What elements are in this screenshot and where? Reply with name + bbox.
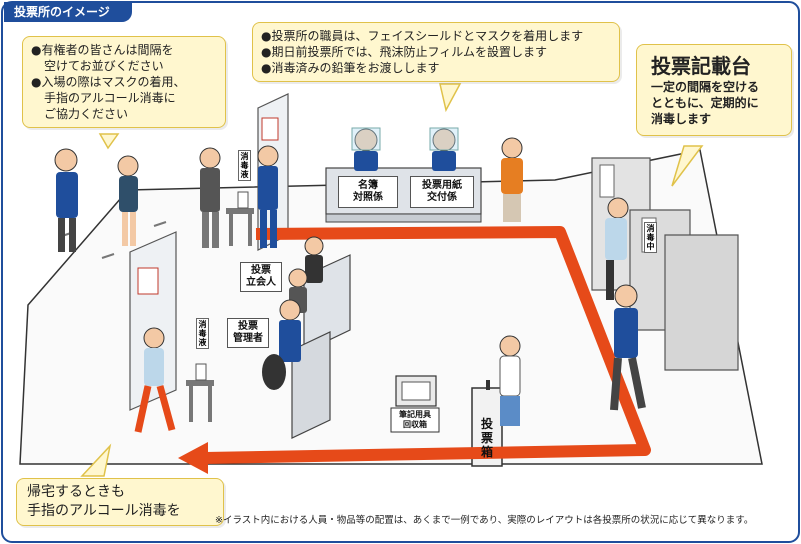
witness-sign-line-1: 投票 [251, 265, 271, 276]
pencil-box-label: 筆記用具 回収箱 [392, 409, 438, 431]
booth-title: 投票記載台 [651, 54, 751, 78]
staff-line-1: ●投票所の職員は、フェイスシールドとマスクを着用します [261, 29, 584, 43]
sanitizer-stations [186, 191, 254, 422]
queue-line-5: ご協力ください [44, 107, 129, 121]
witness-sign: 投票 立会人 [240, 262, 282, 292]
ballot-box-label: 投票 箱 [476, 414, 498, 462]
booth-notice-bubble: 投票記載台 一定の間隔を空ける とともに、定期的に 消毒します [636, 44, 792, 136]
diagram-title: 投票所のイメージ [14, 5, 110, 19]
footnote: ※イラスト内における人員・物品等の配置は、あくまで一例であり、実際のレイアウトは… [215, 515, 754, 526]
ballot-sign-line-1: 投票用紙 [422, 180, 462, 191]
pencil-box-line-2: 回収箱 [403, 420, 427, 429]
queue-bubble-tail [98, 133, 120, 150]
manager-sign-line-2: 管理者 [233, 333, 263, 344]
flow-arrow [204, 226, 651, 464]
ballot-sign-line-2: 交付係 [427, 192, 457, 203]
staff-bubble-tail [439, 83, 462, 113]
queue-line-4: 手指のアルコール消毒に [44, 91, 176, 105]
registry-sign-line-2: 対照係 [353, 192, 383, 203]
queue-line-3: ●入場の際はマスクの着用、 [31, 75, 186, 89]
ballot-box-line-1: 投票 [480, 417, 493, 445]
staff-line-3: ●消毒済みの鉛筆をお渡しします [261, 61, 440, 75]
home-line-2: 手指のアルコール消毒を [27, 503, 181, 519]
home-bubble-tail [80, 443, 112, 477]
booth-line-1: 一定の間隔を空ける [651, 80, 760, 94]
queue-notice-bubble: ●有権者の皆さんは間隔を 空けてお並びください ●入場の際はマスクの着用、 手指… [22, 36, 226, 128]
pencil-box-line-1: 筆記用具 [399, 410, 431, 419]
registry-sign-line-1: 名簿 [358, 180, 378, 191]
queue-line-1: ●有権者の皆さんは間隔を [31, 43, 174, 57]
queue-line-2: 空けてお並びください [44, 59, 164, 73]
ballot-box-line-2: 箱 [480, 445, 493, 459]
home-line-1: 帰宅するときも [27, 484, 125, 500]
sanitizer-sign-lower: 消毒液 [196, 318, 209, 349]
manager-sign-line-1: 投票 [238, 321, 258, 332]
pencil-box [390, 375, 440, 433]
home-notice-bubble: 帰宅するときも 手指のアルコール消毒を [16, 478, 224, 526]
people [54, 127, 646, 433]
booth-line-3: 消毒します [651, 112, 712, 126]
registry-sign: 名簿 対照係 [338, 176, 398, 208]
arrow-head [178, 442, 208, 474]
manager-sign: 投票 管理者 [227, 318, 269, 348]
ballot-issue-sign: 投票用紙 交付係 [410, 176, 474, 208]
staff-notice-bubble: ●投票所の職員は、フェイスシールドとマスクを着用します ●期日前投票所では、飛沫… [252, 22, 620, 82]
witness-sign-line-2: 立会人 [246, 277, 276, 288]
staff-line-2: ●期日前投票所では、飛沫防止フィルムを設置します [261, 45, 547, 59]
booth-bubble-tail [671, 145, 704, 187]
sanitizing-sign: 消毒中 [644, 222, 657, 253]
diagram-title-tab: 投票所のイメージ [4, 2, 132, 22]
sanitizer-sign-upper: 消毒液 [238, 150, 251, 181]
booth-line-2: とともに、定期的に [651, 96, 759, 110]
